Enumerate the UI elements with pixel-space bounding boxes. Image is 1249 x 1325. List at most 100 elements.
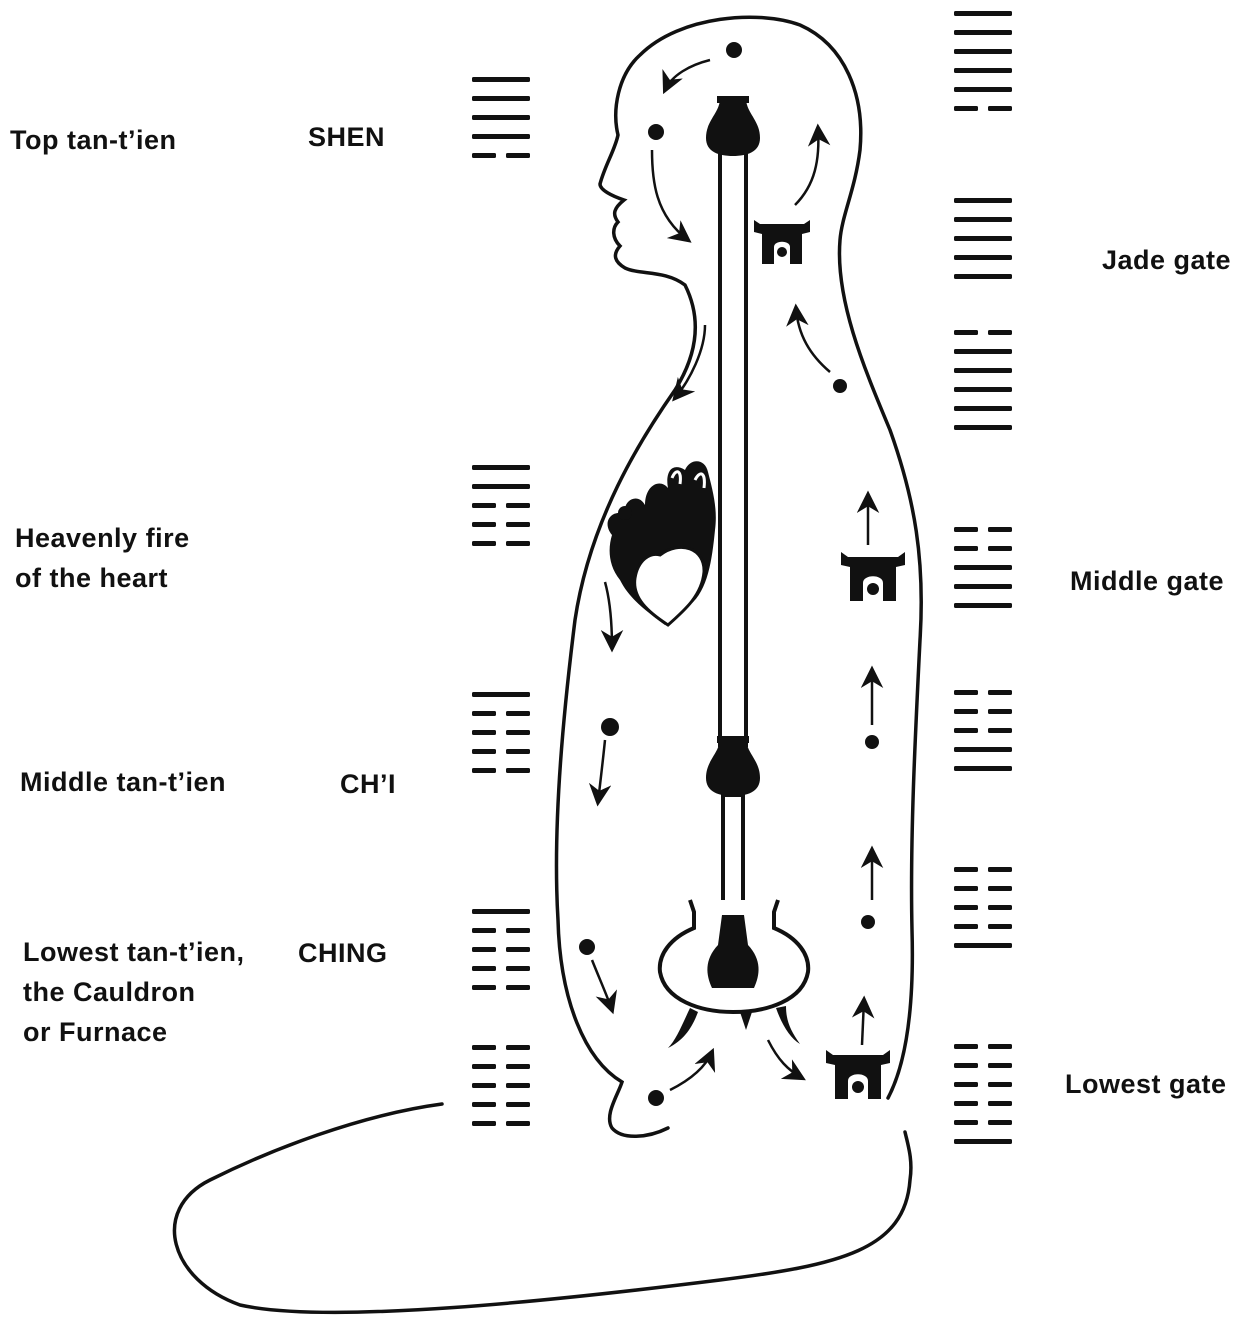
hexagram <box>954 690 1012 771</box>
label-jade-gate: Jade gate <box>1102 240 1231 280</box>
yang-line <box>472 465 530 470</box>
yin-line-segment <box>472 503 496 508</box>
yin-line-segment <box>954 728 978 733</box>
yang-line <box>954 766 1012 771</box>
yin-line-segment <box>506 711 530 716</box>
yin-line-segment <box>472 966 496 971</box>
yang-line <box>954 368 1012 373</box>
hexagram <box>472 1045 530 1126</box>
yin-line-segment <box>988 709 1012 714</box>
yang-line <box>954 603 1012 608</box>
hexagram-column-right <box>954 11 1012 1144</box>
yin-line-segment <box>472 541 496 546</box>
yin-line-segment <box>988 330 1012 335</box>
middle-gate-symbol <box>841 552 905 601</box>
yang-line <box>954 565 1012 570</box>
yin-line-segment <box>954 924 978 929</box>
yang-line <box>954 217 1012 222</box>
yang-line <box>954 49 1012 54</box>
yang-line <box>954 30 1012 35</box>
yin-line-segment <box>472 1045 496 1050</box>
yin-line-segment <box>506 503 530 508</box>
yin-line-segment <box>954 867 978 872</box>
yin-line-segment <box>988 1082 1012 1087</box>
yang-line <box>954 406 1012 411</box>
yin-line-segment <box>472 730 496 735</box>
label-ching: CHING <box>298 933 388 973</box>
yang-line <box>954 349 1012 354</box>
label-heavenly-fire: Heavenly fire of the heart <box>15 518 190 598</box>
yin-line-segment <box>506 749 530 754</box>
yin-line-segment <box>954 905 978 910</box>
yin-line-segment <box>472 1102 496 1107</box>
yin-line-segment <box>472 522 496 527</box>
yin-line-segment <box>506 985 530 990</box>
yang-line <box>954 584 1012 589</box>
yin-line-segment <box>506 1064 530 1069</box>
yin-line-segment <box>472 985 496 990</box>
yang-line <box>954 1139 1012 1144</box>
central-channel <box>720 150 746 745</box>
yin-line-segment <box>472 1083 496 1088</box>
yin-line-segment <box>954 709 978 714</box>
yin-line-segment <box>988 886 1012 891</box>
hexagram <box>954 867 1012 948</box>
label-lowest-gate: Lowest gate <box>1065 1064 1227 1104</box>
yin-line-segment <box>472 947 496 952</box>
yang-line <box>472 115 530 120</box>
label-heavenly-fire-line1: Heavenly fire <box>15 518 190 558</box>
yin-line-segment <box>988 867 1012 872</box>
yin-line-segment <box>472 749 496 754</box>
hexagram <box>472 909 530 990</box>
yang-line <box>954 274 1012 279</box>
yin-line-segment <box>954 330 978 335</box>
yang-line <box>954 198 1012 203</box>
hexagram <box>954 1044 1012 1144</box>
yang-line <box>472 692 530 697</box>
yin-line-segment <box>988 1120 1012 1125</box>
legs-outline <box>174 1104 910 1312</box>
yin-line-segment <box>506 768 530 773</box>
lowest-gate-symbol <box>826 1050 890 1099</box>
hexagram <box>472 692 530 773</box>
yin-line-segment <box>988 924 1012 929</box>
hexagram <box>954 330 1012 430</box>
yin-line-segment <box>472 928 496 933</box>
label-chi: CH’I <box>340 764 396 804</box>
yin-line-segment <box>506 730 530 735</box>
label-middle-tantien: Middle tan-t’ien <box>20 762 226 802</box>
yin-line-segment <box>988 546 1012 551</box>
yin-line-segment <box>506 153 530 158</box>
yang-line <box>472 96 530 101</box>
label-shen: SHEN <box>308 117 385 157</box>
yin-line-segment <box>506 1083 530 1088</box>
jade-gate-symbol <box>754 220 810 264</box>
yin-line-segment <box>506 947 530 952</box>
yin-line-segment <box>954 1063 978 1068</box>
hexagram <box>954 527 1012 608</box>
yin-line-segment <box>506 928 530 933</box>
top-vessel <box>706 96 760 156</box>
hexagram <box>954 11 1012 111</box>
yang-line <box>954 943 1012 948</box>
label-lowest-tantien-line1: Lowest tan-t’ien, <box>23 932 245 972</box>
yin-line-segment <box>472 1121 496 1126</box>
yin-line-segment <box>506 1045 530 1050</box>
yin-line-segment <box>954 1120 978 1125</box>
yang-line <box>954 11 1012 16</box>
hexagram <box>472 77 530 158</box>
label-heavenly-fire-line2: of the heart <box>15 558 190 598</box>
yang-line <box>954 68 1012 73</box>
yin-line-segment <box>506 541 530 546</box>
yin-line-segment <box>472 711 496 716</box>
yin-line-segment <box>988 1044 1012 1049</box>
yin-line-segment <box>506 966 530 971</box>
yang-line <box>954 255 1012 260</box>
yin-line-segment <box>506 522 530 527</box>
yin-line-segment <box>988 728 1012 733</box>
hexagram <box>954 198 1012 279</box>
yang-line <box>954 387 1012 392</box>
yang-line <box>954 747 1012 752</box>
label-lowest-tantien: Lowest tan-t’ien, the Cauldron or Furnac… <box>23 932 245 1052</box>
